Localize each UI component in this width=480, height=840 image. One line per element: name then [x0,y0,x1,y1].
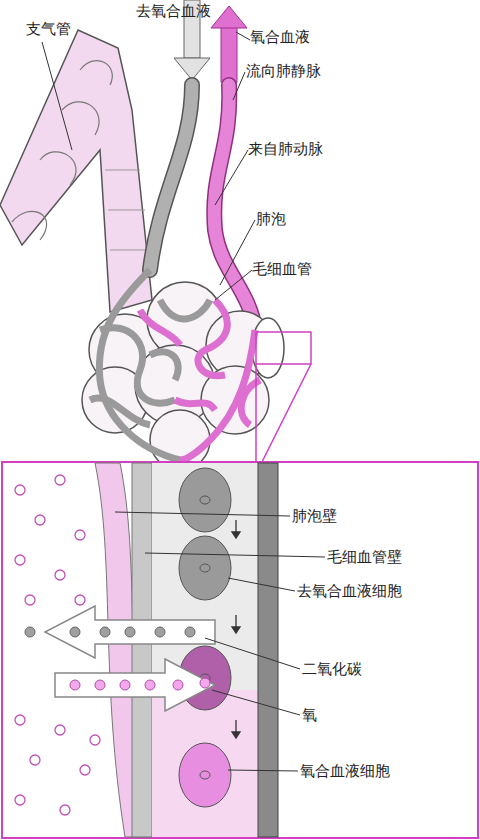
part-label: 去氧合血液 [136,2,211,20]
part-label: 氧合血液细胞 [300,762,390,780]
part-label: 去氧合血液细胞 [297,582,402,600]
part-label: 毛细血管壁 [327,548,402,566]
leader-lines [42,32,325,771]
inset-marker [256,332,311,462]
part-label: 支气管 [26,20,71,38]
part-label: 来自肺动脉 [248,140,323,158]
part-label: 氧合血液 [250,28,310,46]
inset [2,462,478,838]
capillary-network [90,270,260,460]
part-label: 肺泡 [256,210,286,228]
part-label: 毛细血管 [252,260,312,278]
part-label: 流向肺静脉 [246,62,321,80]
part-label: 肺泡壁 [292,507,337,525]
part-label: 氧 [302,706,317,724]
part-label: 二氧化碳 [302,660,362,678]
bronchus [0,30,152,312]
